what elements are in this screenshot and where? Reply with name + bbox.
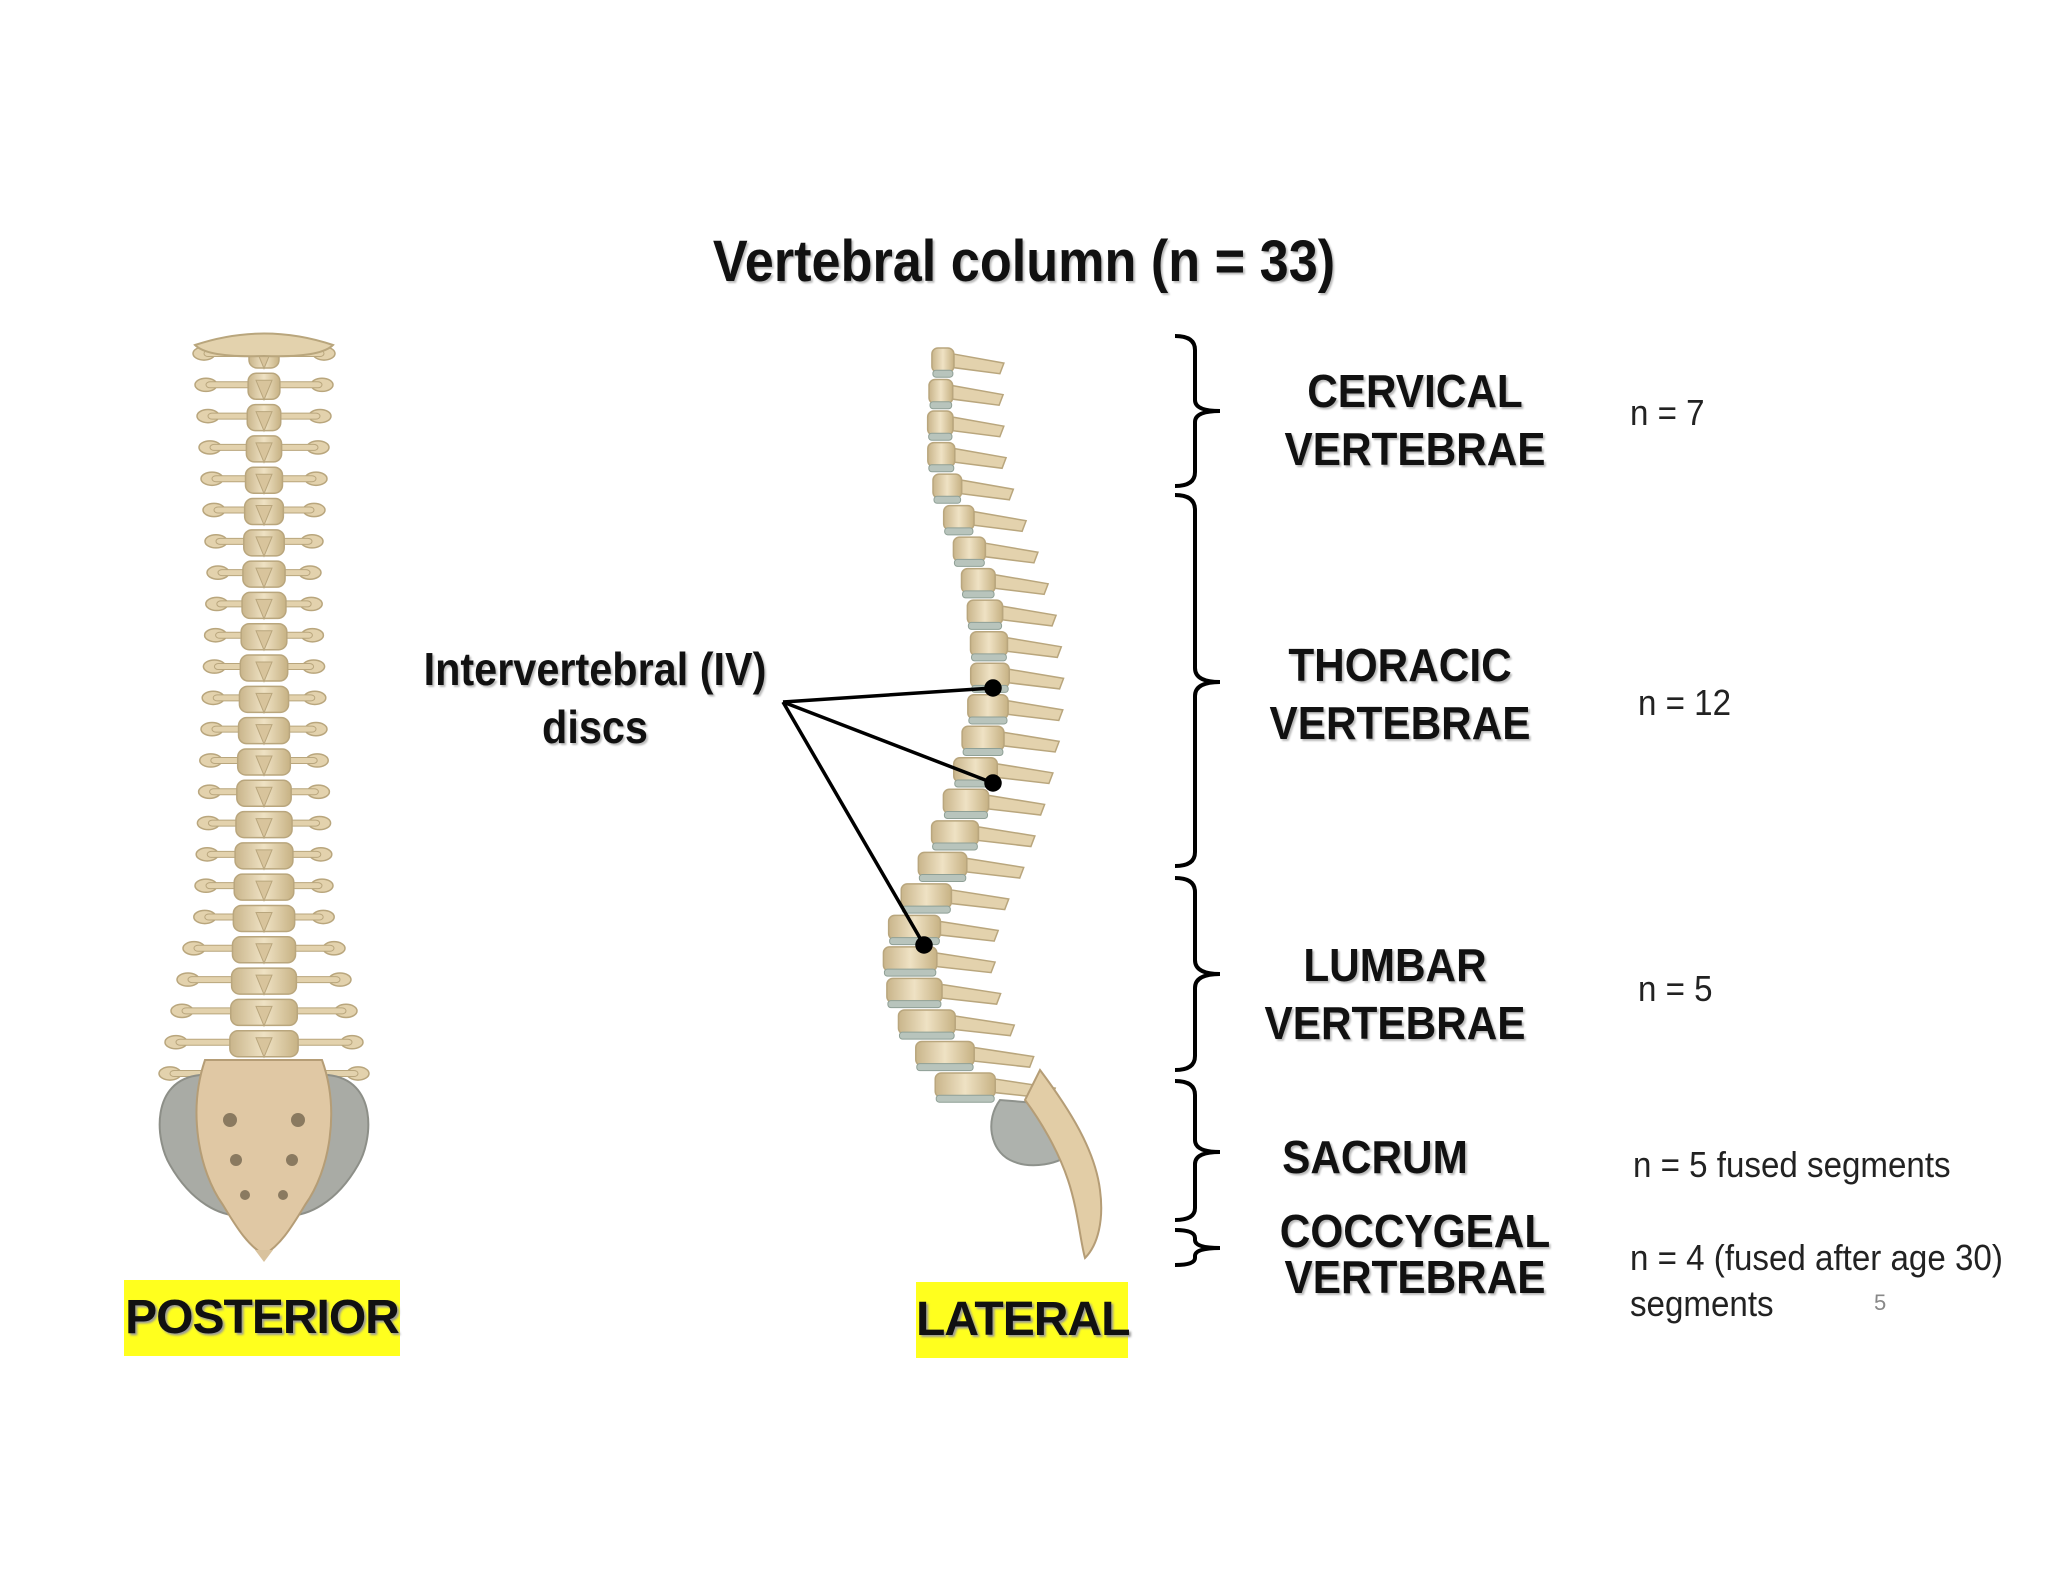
posterior-atlas	[193, 332, 335, 358]
count-cervical: n = 7	[1630, 392, 1705, 433]
lateral-vertebra	[915, 1040, 1035, 1072]
lateral-vertebra	[930, 820, 1036, 851]
posterior-vertebra	[164, 1029, 364, 1059]
posterior-vertebra	[182, 936, 346, 965]
lateral-vertebra	[897, 1009, 1016, 1040]
count-coccygeal: n = 4 (fused after age 30) segments	[1630, 1237, 2003, 1324]
region-lumbar-label: LUMBAR VERTEBRAE	[1264, 939, 1526, 1049]
lateral-vertebra	[969, 630, 1063, 662]
lateral-vertebra	[967, 693, 1064, 725]
posterior-vertebra	[193, 904, 335, 934]
posterior-vertebra	[194, 873, 334, 902]
posterior-vertebra	[199, 748, 329, 777]
posterior-vertebra	[205, 591, 323, 621]
lateral-vertebra	[927, 441, 1008, 473]
region-sacrum-label: SACRUM	[1282, 1131, 1468, 1183]
lateral-vertebra	[926, 410, 1005, 441]
posterior-vertebra	[195, 842, 333, 871]
region-thoracic-label: THORACIC VERTEBRAE	[1269, 639, 1531, 749]
lateral-vertebra	[928, 378, 1005, 410]
count-lumbar: n = 5	[1638, 968, 1713, 1009]
posterior-vertebra	[200, 716, 328, 746]
lateral-spine-illustration	[882, 347, 1103, 1260]
posterior-vertebra	[176, 967, 352, 996]
posterior-view-label: POSTERIOR	[124, 1280, 400, 1356]
iv-discs-label: Intervertebral (IV) discs	[423, 643, 767, 753]
posterior-vertebra	[203, 622, 325, 652]
lateral-vertebra	[917, 851, 1025, 883]
page-number: 5	[1874, 1290, 1887, 1315]
posterior-vertebra	[201, 685, 327, 715]
posterior-vertebra	[196, 403, 332, 433]
posterior-vertebra	[194, 372, 334, 402]
posterior-vertebra	[197, 779, 331, 809]
lateral-vertebra	[961, 725, 1061, 756]
region-cervical-label: CERVICAL VERTEBRAE	[1284, 365, 1546, 475]
posterior-spine-illustration	[158, 332, 370, 1262]
slide-title: Vertebral column (n = 33)	[712, 229, 1336, 294]
lateral-vertebra	[882, 946, 997, 977]
posterior-vertebra	[202, 497, 326, 527]
lateral-vertebra	[931, 347, 1005, 378]
lateral-vertebra	[953, 757, 1054, 788]
lateral-view-label: LATERAL	[916, 1282, 1130, 1358]
lateral-vertebra	[942, 788, 1046, 820]
lateral-vertebra	[960, 567, 1050, 599]
iv-disc-pointers	[781, 679, 1002, 954]
posterior-vertebra	[204, 529, 324, 558]
count-sacrum: n = 5 fused segments	[1633, 1144, 1951, 1185]
lateral-vertebra	[932, 473, 1015, 504]
lateral-vertebra	[966, 599, 1058, 630]
posterior-vertebra	[198, 435, 330, 464]
posterior-vertebra	[170, 998, 358, 1028]
lateral-vertebra	[887, 914, 1000, 946]
lateral-vertebra	[900, 883, 1010, 914]
lateral-vertebra	[952, 536, 1039, 567]
posterior-vertebra	[206, 560, 322, 589]
lateral-vertebra	[942, 504, 1028, 536]
region-brackets	[1174, 334, 1221, 1267]
posterior-vertebra	[200, 466, 328, 496]
count-thoracic: n = 12	[1638, 682, 1732, 723]
region-coccygeal-label: COCCYGEAL VERTEBRAE	[1279, 1205, 1551, 1303]
lateral-vertebra	[934, 1072, 1057, 1103]
posterior-vertebra	[202, 654, 326, 683]
lateral-vertebra	[886, 977, 1002, 1009]
posterior-vertebra	[196, 810, 332, 840]
